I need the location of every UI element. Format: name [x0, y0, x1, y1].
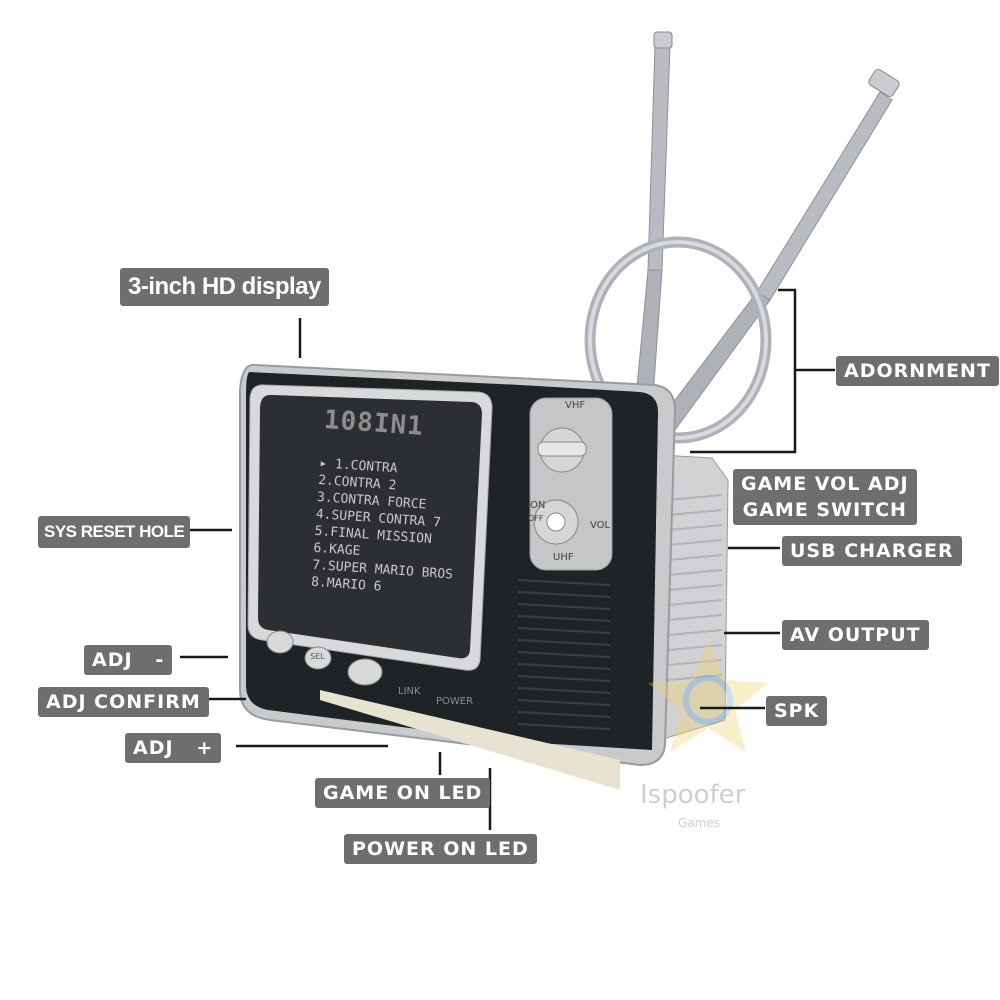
- antenna-left: [631, 31, 673, 441]
- label-game-vol-adj: GAME VOL ADJ: [741, 473, 909, 495]
- label-sys-reset: SYS RESET HOLE: [38, 516, 191, 548]
- label-power-on-led: POWER ON LED: [344, 834, 537, 864]
- link-text: LINK: [398, 686, 421, 697]
- label-adornment: ADORNMENT: [836, 356, 999, 386]
- antenna-loop: [584, 236, 772, 444]
- off-text: OFF: [528, 514, 544, 523]
- label-adj-minus: ADJ -: [84, 645, 173, 675]
- label-game-on-led: GAME ON LED: [315, 778, 491, 808]
- sel-button-text: SEL: [310, 652, 325, 661]
- watermark-logo: [648, 640, 768, 752]
- antenna-right: [659, 68, 900, 431]
- label-display: 3-inch HD display: [120, 268, 329, 306]
- label-game-switch: GAME SWITCH: [742, 499, 907, 521]
- watermark-sub: Games: [678, 816, 720, 830]
- label-usb-charger: USB CHARGER: [782, 536, 962, 566]
- label-game-vol-switch: GAME VOL ADJ GAME SWITCH: [733, 469, 917, 525]
- vhf-text: VHF: [565, 400, 586, 411]
- device-front: [239, 363, 677, 790]
- label-adj-plus: ADJ +: [125, 733, 222, 763]
- watermark-name: Ispoofer: [640, 780, 746, 810]
- label-av-output: AV OUTPUT: [782, 620, 929, 650]
- game-list: ▸ 1.CONTRA 2.CONTRA 2 3.CONTRA FORCE 4.S…: [311, 455, 461, 600]
- power-text: POWER: [436, 696, 474, 707]
- uhf-text: UHF: [553, 552, 574, 563]
- label-adj-confirm: ADJ CONFIRM: [38, 687, 209, 717]
- label-spk: SPK: [766, 696, 828, 726]
- on-text: ON: [530, 500, 546, 511]
- vol-text: VOL: [590, 520, 611, 531]
